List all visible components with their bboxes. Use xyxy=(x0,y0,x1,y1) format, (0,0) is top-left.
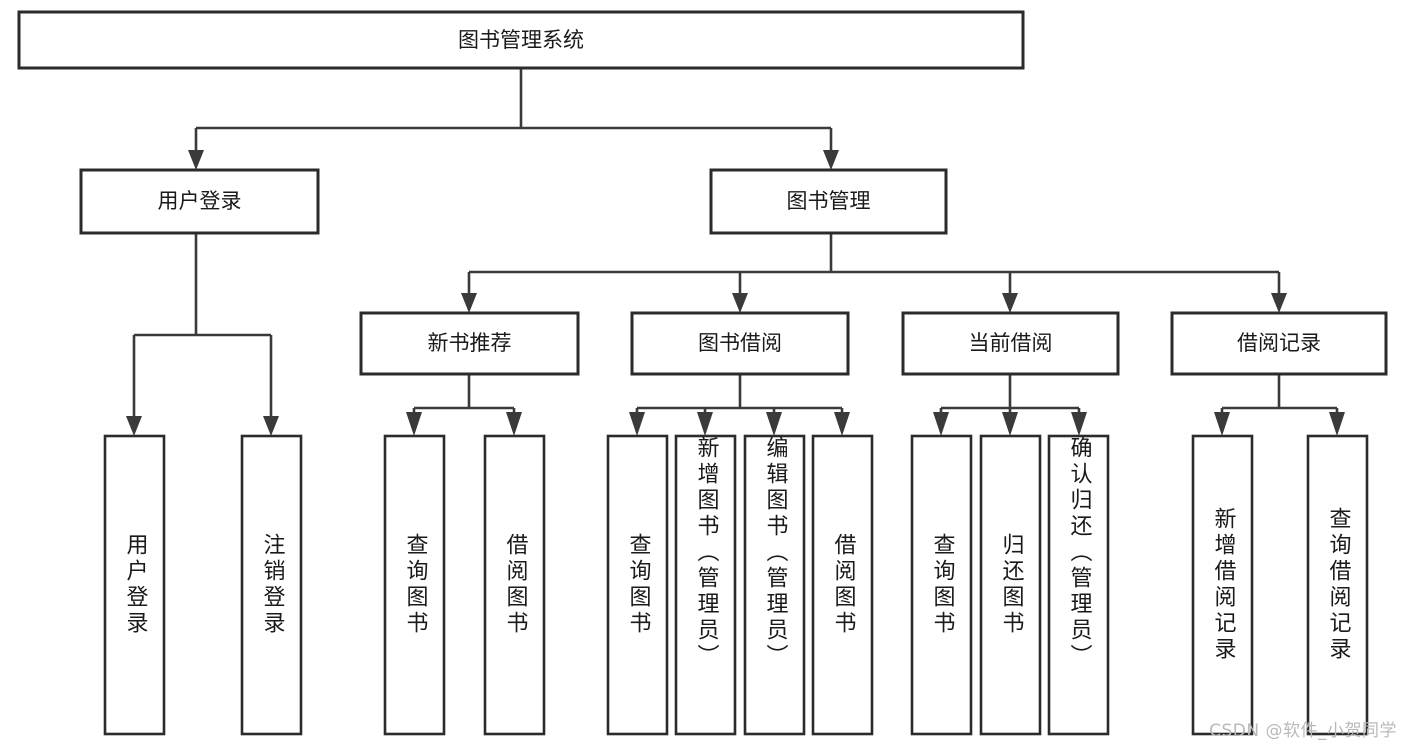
node-label-user-login: 用户登录 xyxy=(158,189,242,213)
arrowhead-borrow-leaf-3 xyxy=(766,412,782,436)
arrowhead-record-leaf-1 xyxy=(1214,412,1230,436)
leaf-box-record-add-record[interactable] xyxy=(1191,434,1254,736)
arrowhead-borrow-leaf-2 xyxy=(697,412,713,436)
arrowhead-borrow-record xyxy=(1271,293,1287,313)
arrowhead-leaf-logout xyxy=(263,416,279,436)
node-label-borrow-record: 借阅记录 xyxy=(1237,331,1321,355)
arrowhead-new-book-recommend xyxy=(461,293,477,313)
node-box-book-borrow[interactable] xyxy=(630,311,850,376)
arrowhead-recommend-leaf-2 xyxy=(506,412,522,436)
arrowhead-borrow-leaf-1 xyxy=(629,412,645,436)
leaf-box-recommend-borrow-book[interactable] xyxy=(483,434,546,736)
arrowhead-current-borrow xyxy=(1002,293,1018,313)
node-label-new-book-recommend: 新书推荐 xyxy=(428,331,512,355)
csdn-watermark: CSDN @软件_小贺同学 xyxy=(1209,721,1397,741)
arrowhead-recommend-leaf-1 xyxy=(406,412,422,436)
arrowhead-current-leaf-3 xyxy=(1071,412,1087,436)
arrowhead-bookmgmt xyxy=(823,150,839,170)
node-label-current-borrow: 当前借阅 xyxy=(969,331,1053,355)
arrowhead-record-leaf-2 xyxy=(1329,412,1345,436)
leaf-box-record-query-record[interactable] xyxy=(1306,434,1369,736)
arrowhead-borrow-leaf-4 xyxy=(834,412,850,436)
leaf-box-borrow-query-book[interactable] xyxy=(606,434,669,736)
node-box-current-borrow[interactable] xyxy=(901,311,1120,376)
leaf-box-borrow-borrow-book[interactable] xyxy=(811,434,874,736)
arrowhead-current-leaf-1 xyxy=(933,412,949,436)
node-box-borrow-record[interactable] xyxy=(1170,311,1388,376)
leaf-box-user-login-login[interactable] xyxy=(103,434,166,736)
leaf-box-borrow-add-book-admin[interactable] xyxy=(674,434,737,736)
arrowhead-leaf-user-login xyxy=(126,416,142,436)
leaf-box-current-return-book[interactable] xyxy=(979,434,1042,736)
arrowhead-book-borrow xyxy=(732,293,748,313)
node-box-book-management[interactable] xyxy=(709,168,948,235)
node-box-user-login[interactable] xyxy=(79,168,320,235)
node-label-root: 图书管理系统 xyxy=(458,28,584,52)
node-label-book-management: 图书管理 xyxy=(787,189,871,213)
node-box-root[interactable] xyxy=(17,10,1025,70)
leaf-box-user-login-logout[interactable] xyxy=(240,434,303,736)
node-box-new-book-recommend[interactable] xyxy=(359,311,580,376)
node-label-book-borrow: 图书借阅 xyxy=(698,331,782,355)
connector-layer xyxy=(126,68,1345,436)
arrowhead-current-leaf-2 xyxy=(1002,412,1018,436)
leaf-box-current-confirm-return-admin[interactable] xyxy=(1047,434,1110,736)
node-layer: 图书管理系统 用户登录 图书管理 新书推荐 图书借阅 当前借阅 借阅记录 xyxy=(17,10,1388,736)
arrowhead-userlogin xyxy=(188,150,204,170)
leaf-box-borrow-edit-book-admin[interactable] xyxy=(743,434,806,736)
leaf-box-current-query-book[interactable] xyxy=(910,434,973,736)
leaf-box-recommend-query-book[interactable] xyxy=(383,434,446,736)
